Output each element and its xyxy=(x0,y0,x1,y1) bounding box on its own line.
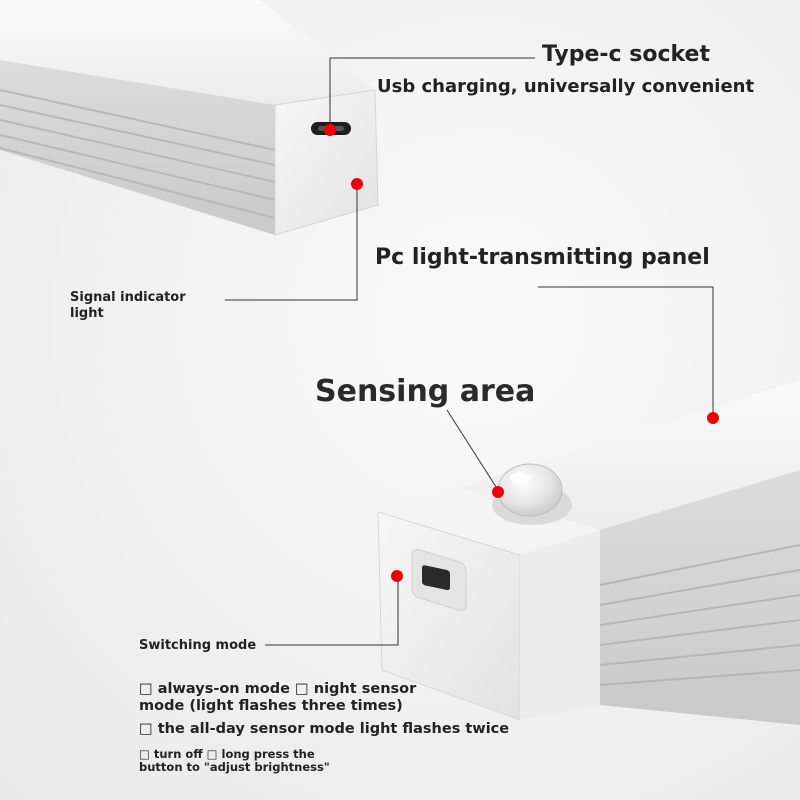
sensing-area-label: Sensing area xyxy=(315,374,536,409)
mode-button xyxy=(422,565,450,591)
pc-panel-label: Pc light-transmitting panel xyxy=(375,245,710,270)
callout-markers xyxy=(324,124,719,582)
mode-all-day-text: □ the all-day sensor mode light flashes … xyxy=(139,721,510,737)
marker-pc-panel xyxy=(707,412,719,424)
mode-always-on-text: □ always-on mode □ night sensor mode (li… xyxy=(139,681,417,714)
marker-switch xyxy=(391,570,403,582)
usb-charging-label: Usb charging, universally convenient xyxy=(377,76,755,97)
switching-mode-label: Switching mode xyxy=(139,638,257,653)
type-c-socket-label: Type-c socket xyxy=(542,42,710,67)
lower-light-bar xyxy=(377,380,800,725)
mode-turn-off-text: □ turn off □ long press the button to "a… xyxy=(139,747,330,774)
sensor-dome xyxy=(497,463,563,517)
leader-lines xyxy=(225,57,714,646)
signal-indicator-label: Signal indicator light xyxy=(70,290,186,321)
marker-signal xyxy=(351,178,363,190)
upper-light-bar xyxy=(0,0,379,236)
marker-sensing xyxy=(492,486,504,498)
marker-type-c xyxy=(324,124,336,136)
